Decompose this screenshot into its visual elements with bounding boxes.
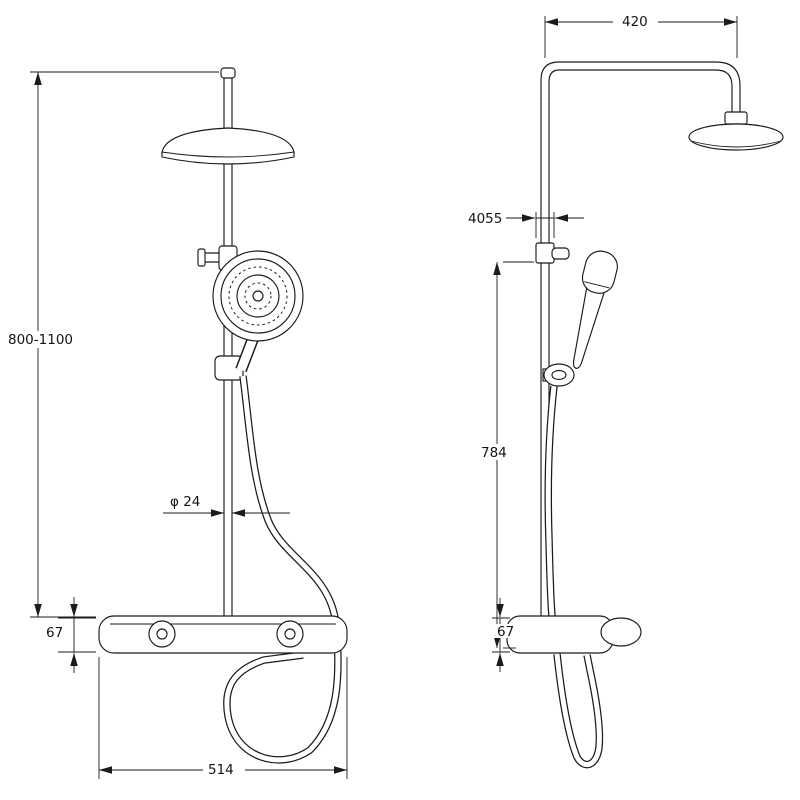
hand-shower-holder-side [542,363,575,387]
shelf-front [98,615,348,654]
dim-label-drop-height: 784 [481,445,507,461]
dim-front-shelf-width: 514 [98,657,348,779]
rain-shower-head-side [688,111,784,151]
dim-label-arm-length: 420 [622,14,648,30]
hand-shower-side [572,250,618,369]
wall-bracket-side [535,242,570,264]
right-knob [276,620,304,648]
dim-label-front-height: 800-1100 [8,332,73,348]
shelf-side [506,615,642,654]
dim-side-drop-height: 784 [477,261,534,649]
shower-hose-side-lower [553,653,604,769]
front-riser-pipe [220,67,236,620]
dim-label-front-shelf-height: 67 [46,625,63,641]
dim-front-pipe-diameter: φ 24 [163,494,290,517]
shower-hose-side-upper [544,385,558,617]
dim-front-height: 800-1100 [6,71,219,618]
dim-label-shelf-width: 514 [208,762,234,778]
dim-side-shelf-height: 67 [492,598,516,672]
hand-shower-holder-front [214,333,260,381]
front-view: 800-1100 67 φ 24 514 [6,67,348,779]
side-riser-and-arm [540,61,741,618]
rain-shower-head-front [161,127,295,165]
dim-label-pipe-diameter: φ 24 [170,494,200,510]
dim-side-arm-length: 420 [544,13,738,58]
side-view: 420 4055 784 67 [468,13,784,769]
dim-label-bracket: 4055 [468,211,502,227]
shower-hose-front [223,375,342,764]
hand-shower-front [212,250,304,342]
dim-front-shelf-height: 67 [46,597,96,673]
dim-side-bracket: 4055 [468,211,584,238]
shelf-side-knob [600,617,642,647]
dim-label-side-shelf-height: 67 [497,624,514,640]
left-knob [148,620,176,648]
